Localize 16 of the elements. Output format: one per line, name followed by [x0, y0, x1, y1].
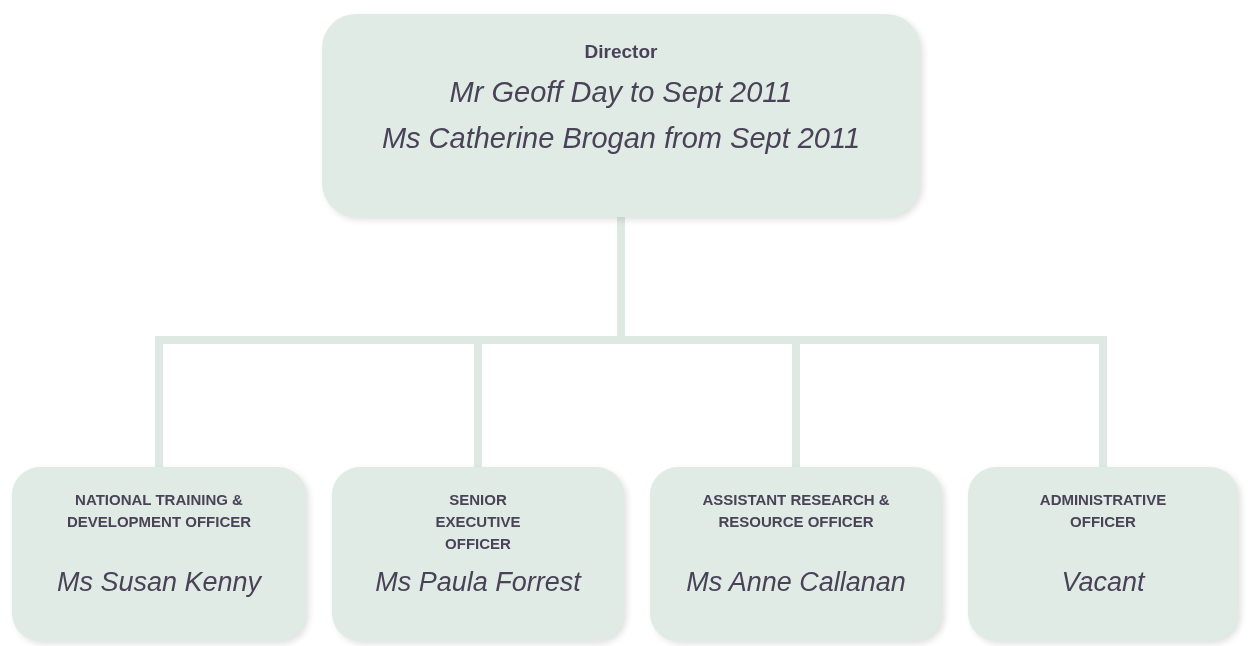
person-name: Ms Paula Forrest — [375, 566, 581, 599]
role-title: NATIONAL TRAINING & DEVELOPMENT OFFICER — [65, 490, 253, 532]
role-box — [650, 467, 942, 641]
person-name: Vacant — [1061, 566, 1145, 599]
role-box — [968, 467, 1238, 641]
person-name: Mr Geoff Day to Sept 2011 — [449, 75, 793, 110]
role-title: ASSISTANT RESEARCH & RESOURCE OFFICER — [701, 490, 891, 532]
person-name: Ms Susan Kenny — [56, 566, 262, 599]
director-box — [322, 14, 920, 217]
person-name: Ms Catherine Brogan from Sept 2011 — [381, 121, 861, 156]
role-box — [12, 467, 306, 641]
role-box — [332, 467, 624, 641]
role-title: Director — [584, 40, 658, 64]
role-title: ADMINISTRATIVE OFFICER — [1038, 490, 1168, 532]
role-title: SENIOR EXECUTIVE OFFICER — [434, 490, 522, 554]
person-name: Ms Anne Callanan — [686, 566, 906, 599]
